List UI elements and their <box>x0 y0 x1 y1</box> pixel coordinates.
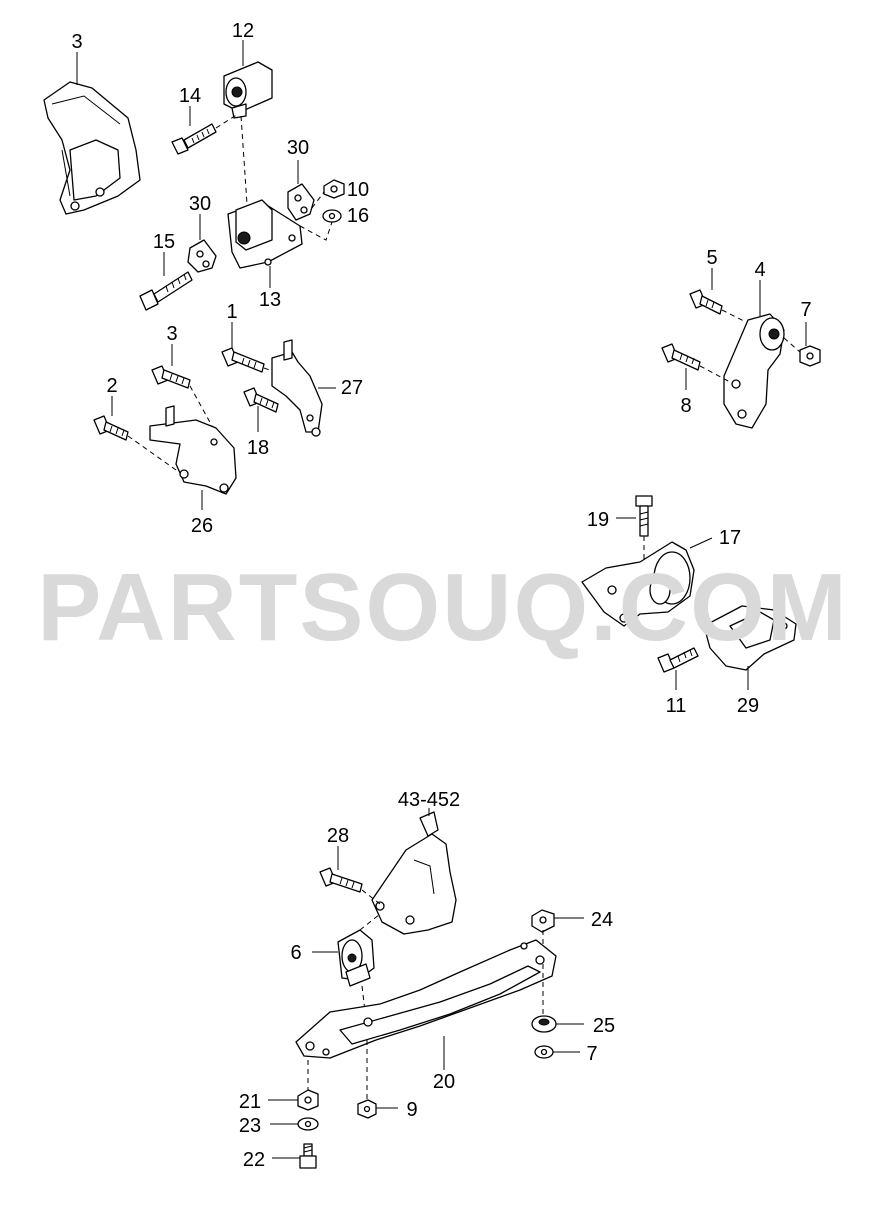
bolt-19[interactable] <box>635 495 653 537</box>
callout-14: 14 <box>179 85 201 107</box>
bolt-28[interactable] <box>319 867 363 893</box>
callout-3-upper: 3 <box>71 31 82 53</box>
bolt-8[interactable] <box>661 343 701 371</box>
callout-20: 20 <box>433 1071 455 1093</box>
dash-28 <box>361 889 381 905</box>
nut-7-upper[interactable] <box>799 345 821 367</box>
bushing-12[interactable] <box>223 61 273 119</box>
bolt-1[interactable] <box>221 347 265 373</box>
bracket-29[interactable] <box>703 605 797 671</box>
bolt-3-lower[interactable] <box>151 365 191 389</box>
bolt-2[interactable] <box>93 415 129 441</box>
dash-8 <box>699 365 731 383</box>
dash-7 <box>783 337 801 353</box>
dash-5 <box>721 309 747 323</box>
callout-11: 11 <box>666 695 687 717</box>
mount-17[interactable] <box>581 541 695 627</box>
callout-21: 21 <box>239 1091 261 1113</box>
bolt-22[interactable] <box>299 1143 317 1169</box>
callout-29: 29 <box>737 695 759 717</box>
callout-7-upper: 7 <box>800 299 811 321</box>
mount-6[interactable] <box>337 929 375 987</box>
callout-26: 26 <box>191 515 213 537</box>
bracket-26[interactable] <box>149 405 237 495</box>
bolt-11[interactable] <box>657 647 699 673</box>
callout-5: 5 <box>706 247 717 269</box>
callout-24: 24 <box>591 909 613 931</box>
bolt-14[interactable] <box>171 123 217 155</box>
plate-30-right[interactable] <box>287 183 315 221</box>
bracket-3[interactable] <box>43 81 141 215</box>
ref-bracket-43-452[interactable] <box>371 811 457 935</box>
nut-10[interactable] <box>323 179 345 199</box>
callout-27: 27 <box>341 377 363 399</box>
callout-18: 18 <box>247 437 269 459</box>
mount-bracket-13[interactable] <box>227 199 303 269</box>
callout-23: 23 <box>239 1115 261 1137</box>
callout-1: 1 <box>226 301 237 323</box>
callout-3-lower: 3 <box>166 323 177 345</box>
callout-4: 4 <box>754 259 765 281</box>
bracket-27[interactable] <box>271 339 323 437</box>
callout-43-452: 43-452 <box>398 789 460 811</box>
callout-28: 28 <box>327 825 349 847</box>
callout-9: 9 <box>406 1099 417 1121</box>
callout-19: 19 <box>587 509 609 531</box>
dash-3 <box>189 385 213 427</box>
nut-9[interactable] <box>357 1099 377 1119</box>
callout-25: 25 <box>593 1015 615 1037</box>
nut-24[interactable] <box>531 909 555 933</box>
bolt-5[interactable] <box>689 289 723 315</box>
dash-2 <box>127 435 177 471</box>
dash-14 <box>215 113 239 129</box>
callout-10: 10 <box>347 179 369 201</box>
leader-17 <box>689 537 713 549</box>
callout-6: 6 <box>290 942 301 964</box>
callout-15: 15 <box>153 231 175 253</box>
plate-30-left[interactable] <box>187 239 217 273</box>
callout-16: 16 <box>347 205 369 227</box>
callout-17: 17 <box>719 527 741 549</box>
dash-12-13 <box>240 115 248 205</box>
bolt-18[interactable] <box>243 387 279 413</box>
nut-21[interactable] <box>297 1089 319 1111</box>
callout-12: 12 <box>232 20 254 42</box>
mount-4[interactable] <box>723 313 785 429</box>
callout-13: 13 <box>259 289 281 311</box>
bolt-15[interactable] <box>139 271 193 311</box>
washer-23[interactable] <box>297 1117 319 1131</box>
callout-7-lower: 7 <box>586 1043 597 1065</box>
callout-22: 22 <box>243 1149 265 1171</box>
callout-2: 2 <box>106 375 117 397</box>
bushing-25[interactable] <box>531 1015 557 1033</box>
washer-7-lower[interactable] <box>534 1045 554 1059</box>
callout-8: 8 <box>680 395 691 417</box>
callout-30-right: 30 <box>287 137 309 159</box>
watermark: PARTSOUQ.COM <box>37 554 849 661</box>
crossmember-20[interactable] <box>295 939 557 1059</box>
callout-30-left: 30 <box>189 193 211 215</box>
dash-10-16 <box>299 191 333 241</box>
